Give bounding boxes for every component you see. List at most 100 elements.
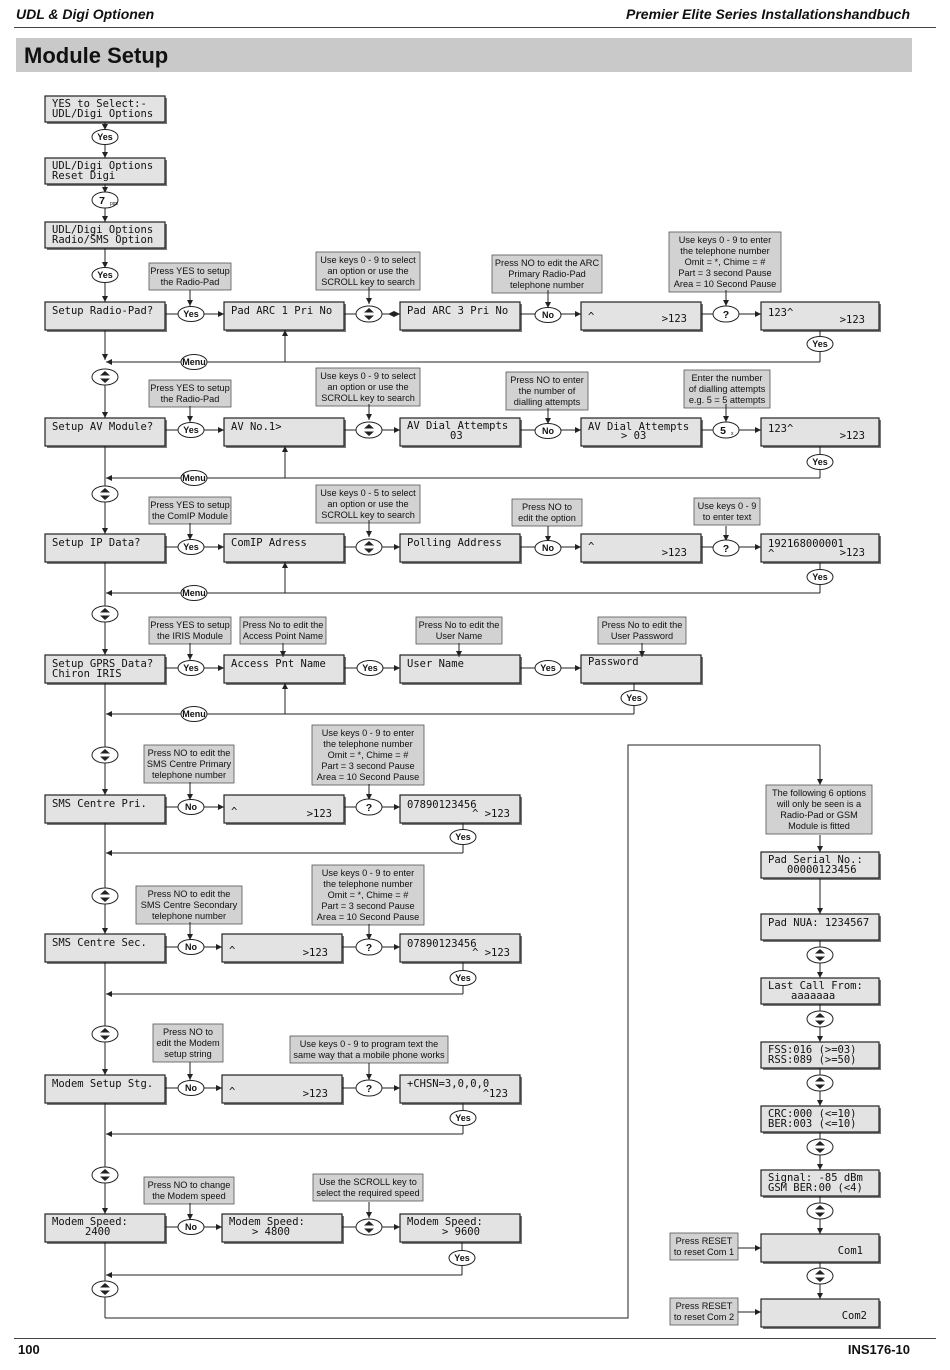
scroll-key-icon[interactable]	[91, 485, 119, 503]
menu-key[interactable]: Menu	[180, 470, 208, 486]
yes-key[interactable]: Yes	[177, 539, 205, 555]
lcd-modem-speed-9600[interactable]: Modem Speed:> 9600	[399, 1213, 522, 1244]
yes-key[interactable]: Yes	[806, 454, 834, 470]
lcd-pad-arc3[interactable]: Pad ARC 3 Pri No	[399, 301, 522, 332]
yes-key[interactable]: Yes	[806, 336, 834, 352]
scroll-key-icon[interactable]	[91, 605, 119, 623]
note-line: telephone number	[152, 911, 226, 921]
lcd-modem-entry[interactable]: ^>123	[221, 1074, 344, 1105]
lcd-sms-pri-number[interactable]: 07890123456^ >123	[399, 794, 522, 825]
lcd-pad-arc1[interactable]: Pad ARC 1 Pri No	[223, 301, 346, 332]
note-line: Press No to edit the	[602, 620, 683, 630]
yes-key[interactable]: Yes	[449, 970, 477, 986]
lcd-com1[interactable]: Com1	[760, 1233, 881, 1264]
yes-key[interactable]: Yes	[356, 660, 384, 676]
lcd-av-number[interactable]: 123^>123	[760, 417, 881, 448]
yes-key[interactable]: Yes	[177, 422, 205, 438]
question-key-icon[interactable]: ?	[712, 305, 740, 323]
no-key[interactable]: No	[534, 423, 562, 439]
no-key[interactable]: No	[177, 799, 205, 815]
scroll-key-icon[interactable]	[806, 1267, 834, 1285]
lcd-av-dial-entry[interactable]: AV Dial Attempts> 03	[580, 417, 703, 448]
question-key-icon[interactable]: ?	[355, 798, 383, 816]
lcd-fss-rss[interactable]: FSS:016 (>=03)RSS:089 (>=50)	[760, 1041, 881, 1070]
no-key[interactable]: No	[177, 1219, 205, 1235]
lcd-sms-centre-pri[interactable]: SMS Centre Pri.	[44, 794, 167, 825]
lcd-pad-serial[interactable]: Pad Serial No.:00000123456	[760, 851, 881, 880]
lcd-setup-gprs[interactable]: Setup GPRS Data?Chiron IRIS	[44, 654, 167, 685]
lcd-sms-sec-entry[interactable]: ^>123	[221, 933, 344, 964]
lcd-access-point-name[interactable]: Access Pnt Name	[223, 654, 346, 685]
question-key-icon[interactable]: ?	[355, 1079, 383, 1097]
yes-key[interactable]: Yes	[806, 569, 834, 585]
menu-key[interactable]: Menu	[180, 585, 208, 601]
yes-key[interactable]: Yes	[91, 267, 119, 283]
scroll-key-icon[interactable]	[91, 887, 119, 905]
scroll-key-icon[interactable]	[806, 1010, 834, 1028]
yes-key[interactable]: Yes	[620, 690, 648, 706]
lcd-crc-ber[interactable]: CRC:000 (<=10)BER:003 (<=10)	[760, 1105, 881, 1134]
scroll-key-icon[interactable]	[91, 746, 119, 764]
lcd-yes-to-select[interactable]: YES to Select:-UDL/Digi Options	[44, 95, 167, 124]
yes-key[interactable]: Yes	[91, 129, 119, 145]
lcd-setup-radio-pad[interactable]: Setup Radio-Pad?	[44, 301, 167, 332]
yes-key[interactable]: Yes	[448, 1250, 476, 1266]
yes-key[interactable]: Yes	[449, 829, 477, 845]
key-label: Yes	[183, 542, 199, 552]
lcd-pad-nua[interactable]: Pad NUA: 1234567	[760, 913, 881, 942]
scroll-key-icon[interactable]	[355, 421, 383, 439]
lcd-sms-sec-number[interactable]: 07890123456^ >123	[399, 933, 522, 964]
no-key[interactable]: No	[534, 540, 562, 556]
question-key-icon[interactable]: ?	[712, 539, 740, 557]
lcd-modem-speed-2400[interactable]: Modem Speed:2400	[44, 1213, 167, 1244]
lcd-comip-address[interactable]: ComIP Adress	[223, 533, 346, 564]
scroll-key-icon[interactable]	[91, 368, 119, 386]
no-key[interactable]: No	[177, 939, 205, 955]
scroll-key-icon[interactable]	[91, 1280, 119, 1298]
lcd-polling-address[interactable]: Polling Address	[399, 533, 522, 564]
lcd-sms-centre-sec[interactable]: SMS Centre Sec.	[44, 933, 167, 964]
lcd-setup-av-module[interactable]: Setup AV Module?	[44, 417, 167, 448]
scroll-key-icon[interactable]	[355, 305, 383, 323]
lcd-last-call[interactable]: Last Call From:aaaaaaa	[760, 977, 881, 1006]
lcd-polling-entry[interactable]: ^>123	[580, 533, 703, 564]
yes-key[interactable]: Yes	[177, 660, 205, 676]
lcd-setup-ip-data[interactable]: Setup IP Data?	[44, 533, 167, 564]
yes-key[interactable]: Yes	[177, 306, 205, 322]
yes-key[interactable]: Yes	[449, 1110, 477, 1126]
scroll-key-icon[interactable]	[806, 1074, 834, 1092]
lcd-sms-pri-entry[interactable]: ^>123	[223, 794, 346, 825]
no-key[interactable]: No	[534, 307, 562, 323]
lcd-modem-speed-4800[interactable]: Modem Speed:> 4800	[221, 1213, 344, 1244]
menu-key[interactable]: Menu	[180, 706, 208, 722]
scroll-key-icon[interactable]	[806, 1138, 834, 1156]
scroll-key-icon[interactable]	[806, 1202, 834, 1220]
arrowhead	[218, 665, 224, 671]
scroll-key-icon[interactable]	[806, 946, 834, 964]
lcd-arc-number[interactable]: 123^>123	[760, 301, 881, 332]
no-key[interactable]: No	[177, 1080, 205, 1096]
scroll-key-icon[interactable]	[91, 1025, 119, 1043]
lcd-modem-setup-string[interactable]: Modem Setup Stg.	[44, 1074, 167, 1105]
scroll-key-icon[interactable]	[91, 1166, 119, 1184]
lcd-ip-value[interactable]: 192168000001^>123	[760, 533, 881, 564]
lcd-com2[interactable]: Com2	[760, 1298, 881, 1329]
scroll-key-icon[interactable]	[355, 538, 383, 556]
note-line: same way that a mobile phone works	[293, 1050, 445, 1060]
lcd-arc-entry[interactable]: ^>123	[580, 301, 703, 332]
lcd-av-no[interactable]: AV No.1>	[223, 417, 346, 448]
lcd-text: RSS:089 (>=50)	[768, 1054, 857, 1066]
menu-key[interactable]: Menu	[180, 354, 208, 370]
scroll-key-icon[interactable]	[355, 1218, 383, 1236]
lcd-user-name[interactable]: User Name	[399, 654, 522, 685]
yes-key[interactable]: Yes	[534, 660, 562, 676]
lcd-password[interactable]: Password	[580, 654, 703, 685]
lcd-modem-string-value[interactable]: +CHSN=3,0,0,0^123	[399, 1074, 522, 1105]
question-key-icon[interactable]: ?	[355, 938, 383, 956]
